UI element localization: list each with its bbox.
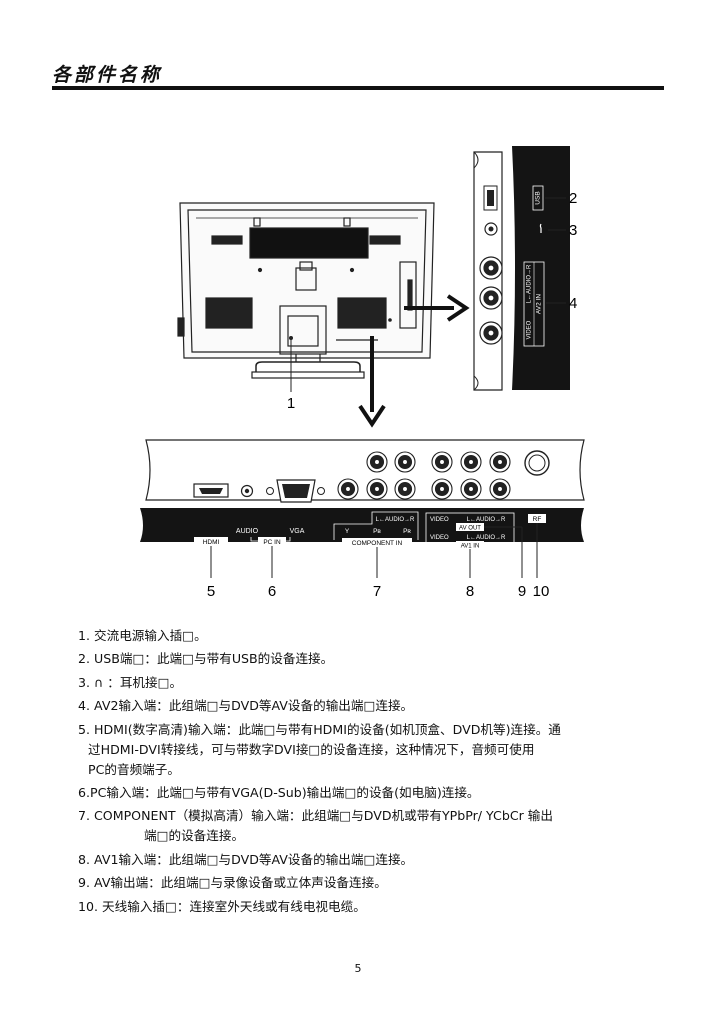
callout-4: 4 xyxy=(569,295,577,312)
side-video-label: VIDEO xyxy=(527,320,533,339)
callout-1: 1 xyxy=(287,395,295,412)
av-out-audio-label: L←AUDIO→R xyxy=(467,517,506,523)
callout-6: 6 xyxy=(268,583,276,600)
callout-2: 2 xyxy=(569,190,577,207)
callout-dot-1 xyxy=(289,336,293,340)
list-item: 1. 交流电源输入插□。 xyxy=(78,628,207,643)
callout-7: 7 xyxy=(373,583,381,600)
page-number: 5 xyxy=(354,962,362,975)
list-item: 2. USB端□：此端□与带有USB的设备连接。 xyxy=(78,651,334,667)
av1-audio-label: L←AUDIO→R xyxy=(467,535,506,541)
list-item: 10. 天线输入插□：连接室外天线或有线电视电缆。 xyxy=(78,898,366,914)
component-in-label: COMPONENT IN xyxy=(352,540,403,547)
tv-back-diagram: 1 USB L←AUDIO→R AV2 I xyxy=(140,146,585,600)
list-item: 4. AV2输入端：此组端□与DVD等AV设备的输出端□连接。 xyxy=(78,698,414,714)
callout-9: 9 xyxy=(518,583,526,600)
component-audio-label: L←AUDIO→R xyxy=(376,517,415,523)
callout-5: 5 xyxy=(207,583,215,600)
av2-in-label: AV2 IN xyxy=(536,294,543,314)
title-rule xyxy=(52,86,664,90)
av1-video-label: VIDEO xyxy=(430,535,449,541)
arrow-right-icon xyxy=(404,294,470,322)
list-item: 7. COMPONENT（模拟高清）输入端：此组端□与DVD机或带有YPbPr/… xyxy=(78,808,553,844)
rf-label: RF xyxy=(533,516,542,523)
av-out-video-label: VIDEO xyxy=(430,517,449,523)
side-audio-label: L←AUDIO→R xyxy=(527,264,533,303)
av-out-label: AV OUT xyxy=(459,526,481,532)
list-item: 5. HDMI(数字高清)输入端：此端□与带有HDMI的设备(如机顶盒、DVD机… xyxy=(78,721,561,777)
vga-label: VGA xyxy=(290,528,305,535)
pc-in-label: PC IN xyxy=(263,539,281,546)
usb-label: USB xyxy=(535,191,542,204)
list-item: 8. AV1输入端：此组端□与DVD等AV设备的输出端□连接。 xyxy=(78,851,414,867)
list-item: 3. ∩ ：耳机接□。 xyxy=(78,674,183,690)
av1-in-label: AV1 IN xyxy=(461,544,480,550)
page-title: 各部件名称 xyxy=(52,64,163,86)
pr-label: Pʀ xyxy=(403,528,411,535)
callout-10: 10 xyxy=(533,583,550,600)
hdmi-label: HDMI xyxy=(203,539,220,546)
audio-label: AUDIO xyxy=(236,528,259,535)
tv-rear-view xyxy=(177,202,435,379)
callout-3: 3 xyxy=(569,222,577,239)
side-panel: USB L←AUDIO→R AV2 IN VIDEO xyxy=(473,146,570,391)
headphone-icon xyxy=(539,223,542,233)
arrow-down-icon xyxy=(358,336,386,428)
list-item: 9. AV输出端：此组端□与录像设备或立体声设备连接。 xyxy=(78,875,387,891)
parts-list: 1. 交流电源输入插□。 2. USB端□：此端□与带有USB的设备连接。 3.… xyxy=(78,626,668,920)
list-item: 6.PC输入端：此端□与带有VGA(D-Sub)输出端□的设备(如电脑)连接。 xyxy=(78,784,480,800)
callout-8: 8 xyxy=(466,583,474,600)
y-label: Y xyxy=(345,528,350,535)
bottom-panel: HDMI AUDIO VGA PC IN L←AUDIO→R Y Pʙ Pʀ C… xyxy=(140,439,585,550)
pb-label: Pʙ xyxy=(373,528,381,535)
callout-lines-bottom xyxy=(210,523,538,578)
